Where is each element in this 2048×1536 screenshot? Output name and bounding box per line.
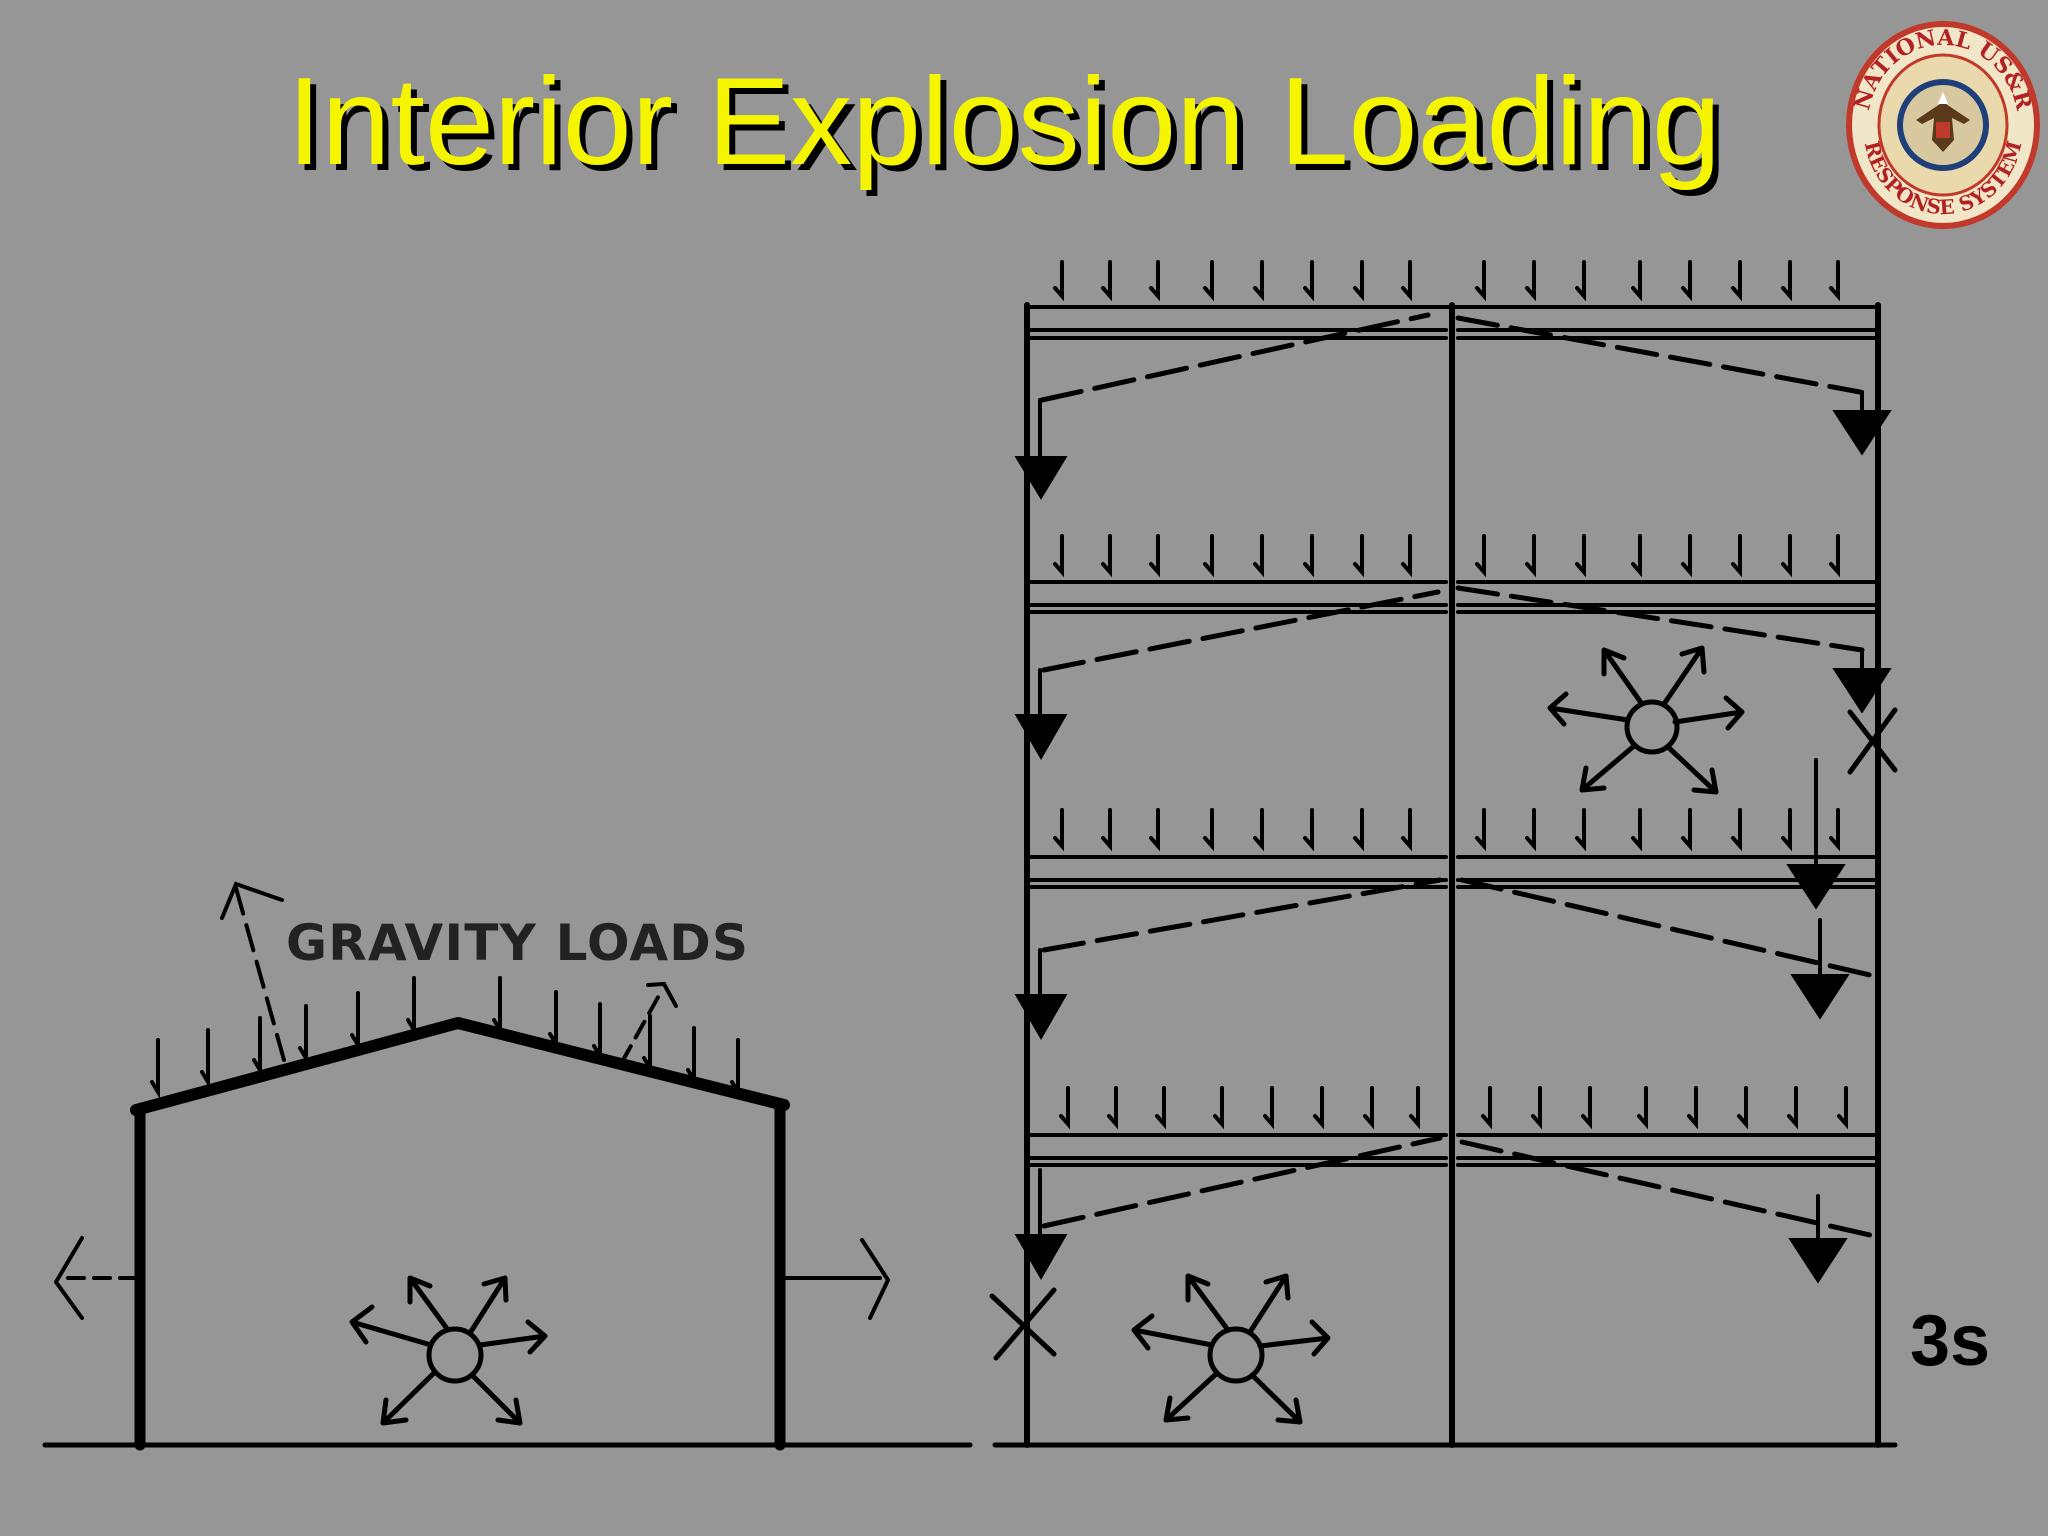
explosion-icon-upper (1547, 645, 1745, 795)
single-storey-frame (42, 881, 973, 1451)
floor-gravity-load-arrows (1053, 260, 1848, 1130)
slide-number: 3s (1910, 1301, 1991, 1381)
slide-title-text: Interior Explosion Loading (287, 53, 1721, 191)
deflected-shape-lines (1039, 312, 1877, 1239)
slide-title: Interior Explosion Loading (0, 52, 2048, 192)
fema-usar-seal: NATIONAL US&R RESPONSE SYSTEM (1846, 21, 2040, 229)
gable-roof (130, 1017, 790, 1116)
uplift-arrow-right (620, 981, 678, 1064)
multi-storey-frame (989, 260, 1898, 1448)
gravity-loads-label: GRAVITY LOADS (286, 914, 748, 972)
roof-gravity-load-arrows (150, 976, 740, 1100)
right-wall-outward-arrow (783, 1238, 891, 1320)
left-wall-outward-arrow (53, 1236, 138, 1320)
explosion-icon-left (349, 1275, 548, 1426)
collapse-arrows (1014, 390, 1892, 1284)
uplift-arrow-left (220, 881, 286, 1062)
explosion-icon-lower (1131, 1273, 1331, 1425)
column-failure-marks (989, 707, 1898, 1361)
